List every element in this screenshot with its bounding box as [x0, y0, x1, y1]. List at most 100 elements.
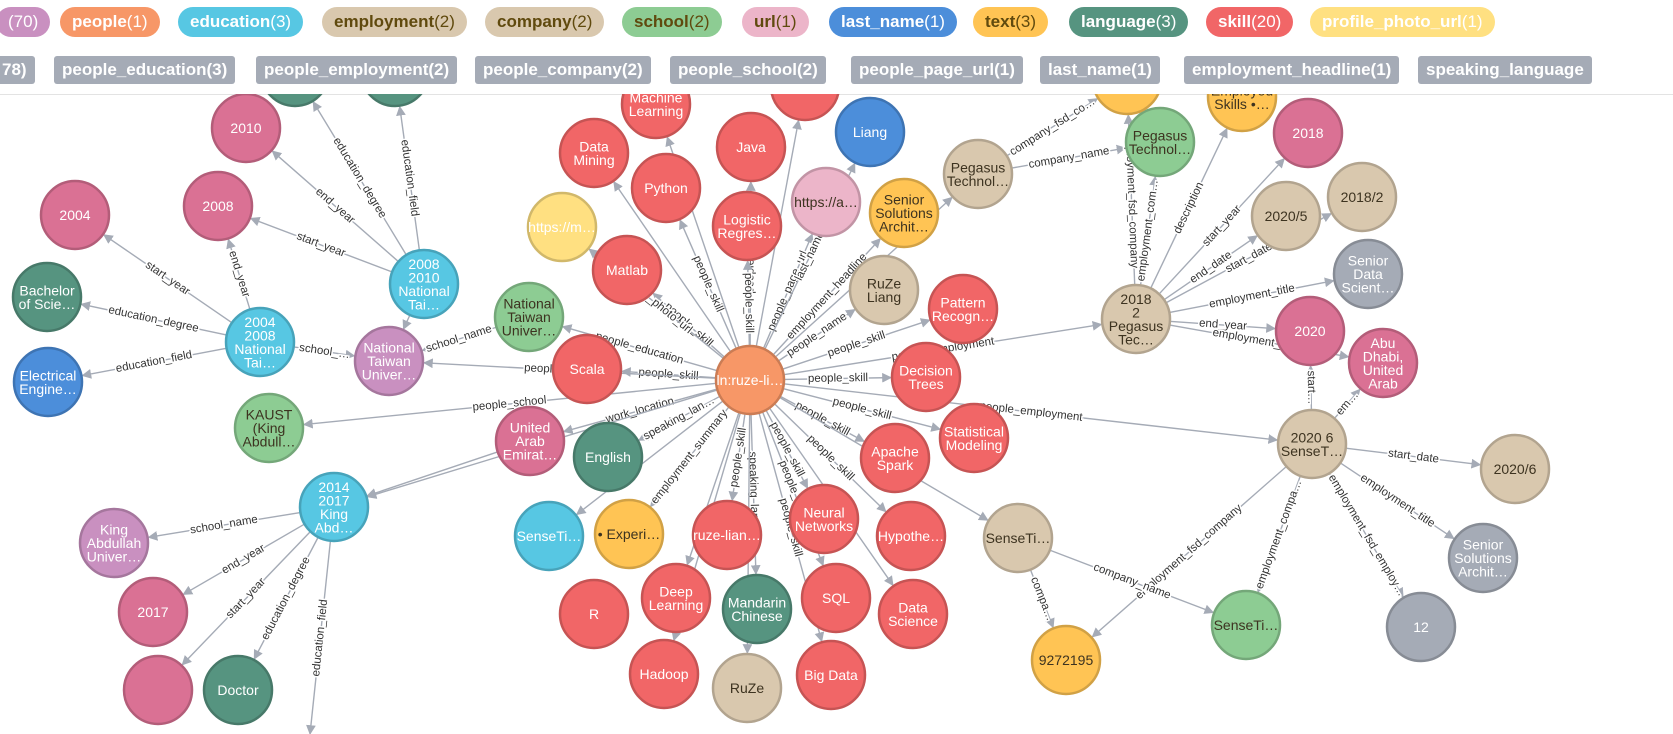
graph-node-topyellow[interactable]: [1093, 94, 1161, 116]
edge-line[interactable]: [1030, 570, 1055, 629]
relationship-edge[interactable]: education_degree: [312, 101, 407, 255]
node-label-pill-school[interactable]: school(2): [622, 7, 722, 37]
node-circle[interactable]: [117, 576, 189, 648]
edge-line[interactable]: [650, 407, 729, 508]
edge-line[interactable]: [1170, 277, 1335, 314]
relationship-type-tag[interactable]: people_page_url(1): [851, 56, 1023, 84]
relationship-type-tag[interactable]: people_company(2): [475, 56, 651, 84]
edge-line[interactable]: [1050, 549, 1215, 614]
graph-node-n9272195[interactable]: 9272195: [1030, 624, 1102, 696]
node-circle[interactable]: [715, 111, 787, 183]
node-circle[interactable]: [11, 261, 83, 333]
node-circle[interactable]: [526, 191, 598, 263]
edge-line[interactable]: [774, 403, 887, 513]
node-circle[interactable]: [593, 498, 665, 570]
node-circle[interactable]: [494, 405, 566, 477]
edge-line[interactable]: [103, 234, 232, 323]
graph-node-english[interactable]: English: [572, 421, 644, 493]
node-circle[interactable]: [790, 166, 862, 238]
relationship-edge[interactable]: start…: [1303, 365, 1319, 410]
relationship-edge[interactable]: compa…: [1026, 570, 1058, 629]
relationship-edge[interactable]: company_name: [1012, 144, 1127, 172]
node-circle[interactable]: [1272, 97, 1344, 169]
edge-line[interactable]: [1007, 98, 1099, 156]
edge-line[interactable]: [226, 238, 251, 309]
edge-line[interactable]: [1012, 144, 1127, 169]
relationship-edge[interactable]: people_skill: [620, 365, 716, 384]
node-label-pill-last_name[interactable]: last_name(1): [829, 7, 957, 37]
graph-node-hive[interactable]: Hive: [770, 94, 840, 122]
graph-node-doctor[interactable]: Doctor: [202, 654, 274, 726]
relationship-edge[interactable]: people_skill: [784, 370, 892, 387]
node-circle[interactable]: [224, 306, 296, 378]
graph-node-n12[interactable]: 12: [1385, 591, 1457, 663]
node-circle[interactable]: [1274, 295, 1346, 367]
edge-line[interactable]: [182, 523, 305, 596]
edge-line[interactable]: [613, 181, 731, 352]
relationship-type-tag[interactable]: people_school(2): [670, 56, 826, 84]
relationship-edge[interactable]: education_field: [81, 347, 226, 379]
graph-node-java[interactable]: Java: [715, 111, 787, 183]
graph-node-httpsa[interactable]: https://a…: [790, 166, 862, 238]
node-circle[interactable]: [202, 654, 274, 726]
node-circle[interactable]: [1276, 408, 1348, 480]
node-circle[interactable]: [877, 578, 949, 650]
graph-node-experi[interactable]: • Experi…: [593, 498, 665, 570]
node-circle[interactable]: [800, 562, 872, 634]
edge-line[interactable]: [181, 531, 311, 666]
node-circle[interactable]: [770, 94, 840, 122]
graph-node-y20206[interactable]: 2020/6: [1479, 433, 1551, 505]
node-circle[interactable]: [711, 190, 783, 262]
graph-node-y2008[interactable]: 2008: [182, 170, 254, 242]
graph-node-senseti2[interactable]: SenseTi…: [1210, 589, 1282, 661]
node-circle[interactable]: [1332, 238, 1404, 310]
edge-line[interactable]: [780, 395, 866, 443]
node-circle[interactable]: [78, 507, 150, 579]
node-circle[interactable]: [1030, 624, 1102, 696]
edge-line[interactable]: [1334, 388, 1361, 419]
relationship-edge[interactable]: [575, 400, 723, 516]
node-label-pill-education[interactable]: education(3): [178, 7, 304, 37]
node-circle[interactable]: [388, 248, 460, 320]
graph-node-topgreen2[interactable]: [361, 94, 429, 108]
node-circle[interactable]: [233, 392, 305, 464]
graph-node-matlab[interactable]: Matlab: [591, 234, 663, 306]
relationship-edge[interactable]: school_…: [294, 340, 356, 363]
graph-node-ruzelian[interactable]: ruze-lian…: [691, 499, 763, 571]
graph-node-center[interactable]: ln:ruze-li…: [714, 344, 786, 416]
edge-line[interactable]: [784, 383, 1279, 444]
relationship-type-tag[interactable]: 78): [0, 56, 35, 84]
edge-line[interactable]: [294, 346, 356, 360]
graph-node-y2010[interactable]: 2010: [210, 94, 282, 164]
node-circle[interactable]: [572, 421, 644, 493]
node-circle[interactable]: [1093, 94, 1161, 116]
node-label-pill-skill[interactable]: skill(20): [1206, 7, 1294, 37]
edge-line[interactable]: [402, 315, 412, 331]
graph-node-senseti3[interactable]: SenseTi…: [982, 502, 1054, 574]
edge-line[interactable]: [652, 292, 725, 358]
edge-line[interactable]: [784, 372, 892, 383]
edge-line[interactable]: [742, 260, 753, 346]
relationship-edge[interactable]: education_field: [396, 105, 422, 250]
node-circle[interactable]: [714, 344, 786, 416]
node-circle[interactable]: [1447, 522, 1519, 594]
edge-line[interactable]: [778, 308, 856, 362]
node-label-pill-url[interactable]: url(1): [742, 7, 809, 37]
node-circle[interactable]: [630, 152, 702, 224]
node-circle[interactable]: [1206, 94, 1278, 133]
node-circle[interactable]: [558, 578, 630, 650]
node-circle[interactable]: [982, 502, 1054, 574]
edge-line[interactable]: [783, 388, 942, 432]
edge-line[interactable]: [1150, 127, 1228, 288]
